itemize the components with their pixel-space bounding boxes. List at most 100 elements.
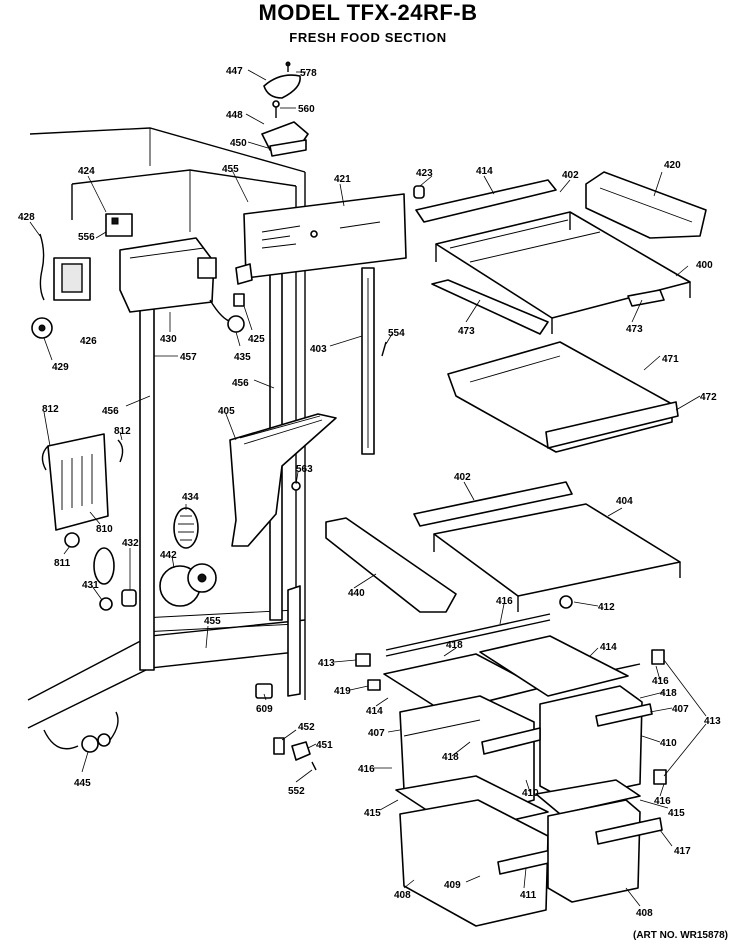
divider-trim-455 — [287, 585, 301, 697]
callout-417: 417 — [674, 846, 691, 857]
callout-471: 471 — [662, 354, 679, 365]
control-housing-421 — [235, 193, 407, 285]
callout-556: 556 — [78, 232, 95, 243]
callout-411: 411 — [520, 890, 537, 901]
callout-405: 405 — [218, 406, 235, 417]
callout-402-top: 402 — [562, 170, 579, 181]
hinge-screw-560 — [272, 100, 280, 118]
callout-403: 403 — [310, 344, 327, 355]
callout-416-upper-right: 416 — [652, 676, 669, 687]
callout-435: 435 — [234, 352, 251, 363]
callout-407-left: 407 — [368, 728, 385, 739]
callout-414-top: 414 — [476, 166, 493, 177]
callout-426: 426 — [80, 336, 97, 347]
callout-415-left: 415 — [364, 808, 381, 819]
callout-473-right: 473 — [626, 324, 643, 335]
callout-416-rod: 416 — [496, 596, 513, 607]
callout-404: 404 — [616, 496, 633, 507]
callout-413-left: 413 — [318, 658, 335, 669]
callout-450: 450 — [230, 138, 247, 149]
diagram-title: MODEL TFX-24RF-B — [258, 0, 478, 25]
callout-415-right: 415 — [668, 808, 685, 819]
callout-434: 434 — [182, 492, 199, 503]
bulb-431-432 — [99, 589, 137, 611]
callout-413-right: 413 — [704, 716, 721, 727]
callout-416-lower-right: 416 — [654, 796, 671, 807]
diagram-subtitle: FRESH FOOD SECTION — [289, 30, 447, 45]
callout-810: 810 — [96, 524, 113, 535]
switch-424 — [105, 213, 133, 237]
drawer-handle-410 — [481, 727, 541, 755]
fan-grill-434 — [173, 507, 199, 549]
callout-456-right: 456 — [232, 378, 249, 389]
shelf-rail-473 — [431, 279, 665, 335]
mullion-post-457 — [139, 299, 155, 671]
callout-414-right: 414 — [600, 642, 617, 653]
callout-400: 400 — [696, 260, 713, 271]
callout-407-right: 407 — [672, 704, 689, 715]
callout-labels: 447 578 448 560 450 455 421 423 414 402 … — [18, 66, 721, 919]
callout-414-left: 414 — [366, 706, 383, 717]
shelf-ladder-403 — [361, 267, 375, 455]
callout-560: 560 — [298, 104, 315, 115]
callout-418-mid: 418 — [442, 752, 459, 763]
damper-425-435 — [209, 293, 245, 333]
screw-554 — [381, 341, 387, 357]
hinge-bracket-452-451 — [273, 737, 311, 761]
clip-412 — [559, 595, 573, 609]
callout-432: 432 — [122, 538, 139, 549]
light-bulb-423 — [413, 185, 425, 199]
callout-445: 445 — [74, 778, 91, 789]
shelf-404-402-mid — [413, 481, 681, 612]
callout-811: 811 — [54, 558, 71, 569]
callout-408-left: 408 — [394, 890, 411, 901]
callout-554: 554 — [388, 328, 405, 339]
air-duct-405 — [229, 413, 337, 547]
callout-420: 420 — [664, 160, 681, 171]
callout-428: 428 — [18, 212, 35, 223]
screw-552 — [311, 761, 317, 771]
callout-412: 412 — [598, 602, 615, 613]
callout-552: 552 — [288, 786, 305, 797]
glide-419 — [367, 679, 381, 691]
clip-812 — [117, 439, 124, 463]
crisper-drawer-408-left — [399, 799, 563, 927]
fan-grill-left — [93, 547, 115, 585]
callout-578: 578 — [300, 68, 317, 79]
callout-419: 419 — [334, 686, 351, 697]
crisper-cover-440 — [325, 517, 457, 613]
top-hinge-448-450 — [261, 121, 309, 157]
callout-440: 440 — [348, 588, 365, 599]
callout-442: 442 — [160, 550, 177, 561]
callout-431: 431 — [82, 580, 99, 591]
callout-423: 423 — [416, 168, 433, 179]
switch-811 — [64, 532, 80, 548]
bracket-609 — [255, 683, 273, 699]
leader-lines — [29, 69, 707, 907]
callout-448: 448 — [226, 110, 243, 121]
shelf-414-402-top — [415, 179, 691, 334]
fan-motor-442 — [159, 563, 217, 607]
callout-409: 409 — [444, 880, 461, 891]
clip-413-left — [355, 653, 371, 667]
callout-455-bottom: 455 — [204, 616, 221, 627]
callout-429: 429 — [52, 362, 69, 373]
callout-424: 424 — [78, 166, 95, 177]
callout-430: 430 — [160, 334, 177, 345]
callout-418-right: 418 — [660, 688, 677, 699]
bottom-hinge-445 — [43, 711, 119, 753]
callout-451: 451 — [316, 740, 333, 751]
connector-428 — [39, 233, 45, 301]
meat-pan-cover-420 — [585, 171, 707, 239]
crisper-drawer-408-right — [547, 799, 663, 903]
callout-410-right: 410 — [660, 738, 677, 749]
callout-421: 421 — [334, 174, 351, 185]
cover-plate-812 — [41, 433, 109, 531]
crisper-frame-414-left — [383, 635, 629, 713]
callout-455-top: 455 — [222, 164, 239, 175]
callout-402-mid: 402 — [454, 472, 471, 483]
thermostat-426 — [53, 257, 91, 301]
clip-413-right — [651, 649, 667, 785]
control-box-430 — [119, 237, 217, 313]
